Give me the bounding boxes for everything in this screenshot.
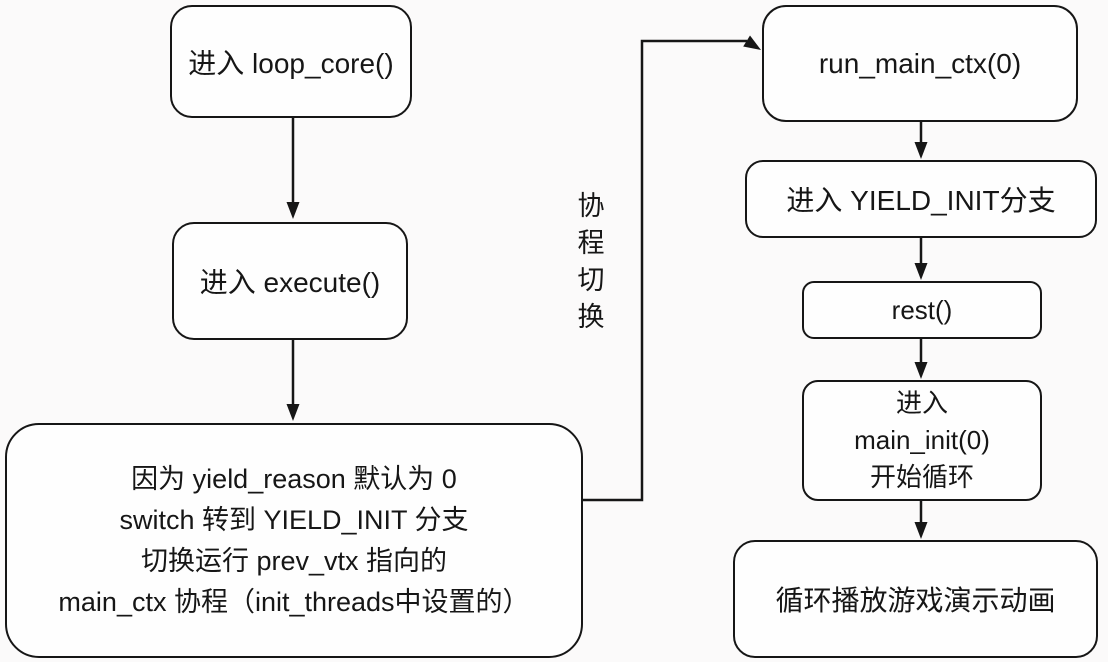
node-rest: rest() xyxy=(802,281,1042,339)
node-enter-loop-core: 进入 loop_core() xyxy=(170,5,412,118)
arrow-run-main-ctx-to-yield-init xyxy=(914,122,928,159)
arrow-main-init-to-loop-anim xyxy=(914,501,928,539)
node-yield-reason-switch: 因为 yield_reason 默认为 0 switch 转到 YIELD_IN… xyxy=(5,423,583,658)
node-enter-main-init-loop: 进入 main_init(0) 开始循环 xyxy=(802,380,1042,501)
node-run-main-ctx: run_main_ctx(0) xyxy=(762,5,1078,122)
arrow-loop-core-to-execute xyxy=(286,118,300,219)
arrow-yield-init-to-rest xyxy=(914,238,928,280)
node-enter-yield-init-branch: 进入 YIELD_INIT分支 xyxy=(745,160,1097,238)
connector-yield-reason-to-run-main-ctx xyxy=(583,35,761,502)
arrow-execute-to-yield-reason xyxy=(286,340,300,421)
label-coroutine-switch: 协程切换 xyxy=(577,191,605,332)
node-loop-play-demo-animation: 循环播放游戏演示动画 xyxy=(733,540,1098,658)
node-enter-execute: 进入 execute() xyxy=(172,222,408,340)
arrow-rest-to-main-init xyxy=(914,339,928,379)
